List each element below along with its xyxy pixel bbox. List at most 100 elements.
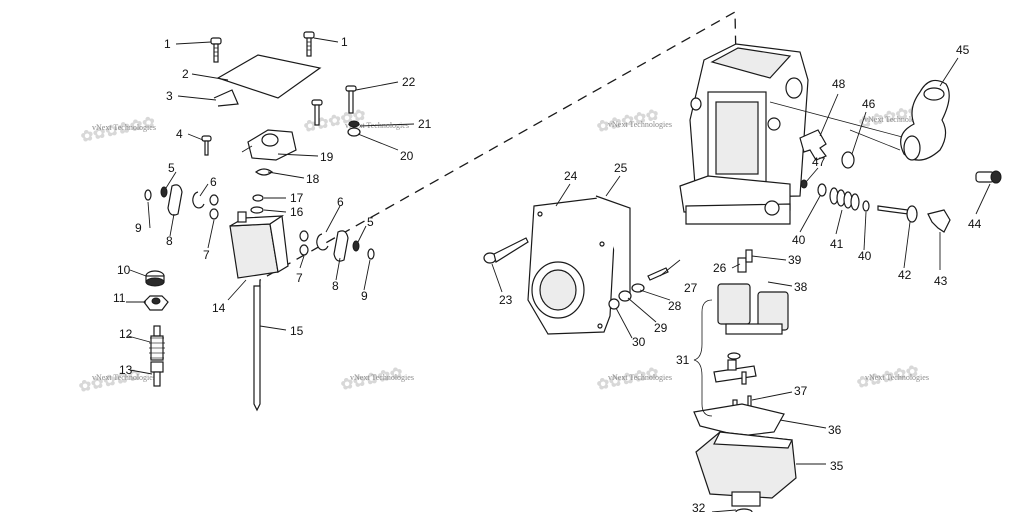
part-oring-17: [252, 194, 264, 202]
part-clip-18: [254, 168, 274, 176]
watermark-text: vNext Technologies: [865, 373, 929, 382]
part-screw-1a: [210, 37, 222, 63]
callout-12: 12: [119, 327, 133, 341]
part-collar-7d: [299, 244, 309, 256]
callout-17: 17: [290, 191, 304, 205]
part-throttle-slide-14: [229, 211, 289, 279]
part-clip-6a: [192, 191, 205, 209]
part-clip-6b: [316, 233, 329, 251]
part-shaft-42: [877, 205, 918, 223]
callout-16: 16: [290, 205, 304, 219]
part-washer-40b: [862, 200, 870, 212]
part-washer-9a: [144, 189, 152, 201]
callout-44: 44: [968, 217, 982, 231]
callout-28: 28: [668, 299, 682, 313]
part-washer-16: [250, 206, 264, 214]
callout-23: 23: [499, 293, 513, 307]
part-washer-40a: [817, 183, 827, 197]
part-plug-46: [841, 151, 855, 169]
watermark-text: vNext Technologies: [608, 373, 672, 382]
part-float-38: [717, 283, 789, 335]
part-washer-47: [800, 179, 808, 189]
callout-36: 36: [828, 423, 842, 437]
callout-46: 46: [862, 97, 876, 111]
callout-15: 15: [290, 324, 304, 338]
part-oring-31: [727, 352, 741, 360]
part-link-8a: [167, 184, 183, 216]
part-washer-20: [347, 127, 361, 137]
part-screw-4: [201, 135, 212, 156]
part-nut-21: [348, 120, 360, 128]
part-adjuster-44: [975, 170, 1002, 184]
part-washer-5a: [160, 186, 168, 198]
callout-19: 19: [320, 150, 334, 164]
callout-24: 24: [564, 169, 578, 183]
part-float-bowl-35: [695, 431, 797, 507]
part-carburetor-body: [679, 43, 809, 225]
part-nut-11: [143, 295, 169, 311]
part-screw-1b: [303, 31, 315, 57]
callout-25: 25: [614, 161, 628, 175]
callout-5: 5: [367, 215, 374, 229]
watermark-text: vNext Technologies: [92, 123, 156, 132]
part-jet-39: [745, 249, 753, 263]
part-washer-5b: [352, 240, 360, 252]
assembly-line: [769, 101, 907, 139]
part-cap-10: [145, 270, 165, 287]
part-lever-43: [927, 209, 951, 233]
watermark-text: vNext Technologies: [350, 373, 414, 382]
callout-9: 9: [135, 221, 142, 235]
callout-1: 1: [341, 35, 348, 49]
callout-6: 6: [337, 195, 344, 209]
callout-22: 22: [402, 75, 416, 89]
callout-9: 9: [361, 289, 368, 303]
callout-42: 42: [898, 268, 912, 282]
part-spring-41: [829, 187, 860, 211]
part-jet-needle-15: [253, 285, 261, 412]
callout-45: 45: [956, 43, 970, 57]
callout-38: 38: [794, 280, 808, 294]
part-valve-13: [150, 361, 164, 387]
callout-47: 47: [812, 155, 826, 169]
dashed-break-line: [257, 10, 737, 409]
callout-21: 21: [418, 117, 432, 131]
part-jet-26: [737, 257, 747, 273]
part-screw-22: [345, 85, 357, 114]
callout-10: 10: [117, 263, 131, 277]
callout-8: 8: [166, 234, 173, 248]
part-collar-7b: [209, 208, 219, 220]
callout-37: 37: [794, 384, 808, 398]
callout-20: 20: [400, 149, 414, 163]
part-cover-plate-2: [216, 54, 322, 99]
callout-7: 7: [203, 248, 210, 262]
callout-5: 5: [168, 161, 175, 175]
callout-13: 13: [119, 363, 133, 377]
part-oring-30: [608, 298, 620, 310]
part-gasket-25: [595, 195, 631, 296]
part-bracket-19: [241, 129, 297, 161]
part-cable-boot-45: [900, 79, 950, 161]
watermark-text: vNext Technologies: [608, 120, 672, 129]
callout-40: 40: [792, 233, 806, 247]
watermark-text: vNext Technologies: [864, 115, 928, 124]
callout-3: 3: [166, 89, 173, 103]
assembly-line: [849, 129, 901, 151]
part-screw-27: [647, 267, 669, 281]
callout-39: 39: [788, 253, 802, 267]
part-collar-7c: [299, 230, 309, 242]
part-link-8b: [333, 230, 349, 262]
callout-29: 29: [654, 321, 668, 335]
part-collar-7a: [209, 194, 219, 206]
callout-4: 4: [176, 127, 183, 141]
callout-8: 8: [332, 279, 339, 293]
callout-2: 2: [182, 67, 189, 81]
callout-40: 40: [858, 249, 872, 263]
part-spring-12: [149, 325, 165, 361]
callout-7: 7: [296, 271, 303, 285]
callout-26: 26: [713, 261, 727, 275]
part-gasket-36: [693, 403, 785, 437]
part-screw-23: [483, 237, 529, 264]
group-bracket-31: [693, 299, 713, 417]
callout-14: 14: [212, 301, 226, 315]
